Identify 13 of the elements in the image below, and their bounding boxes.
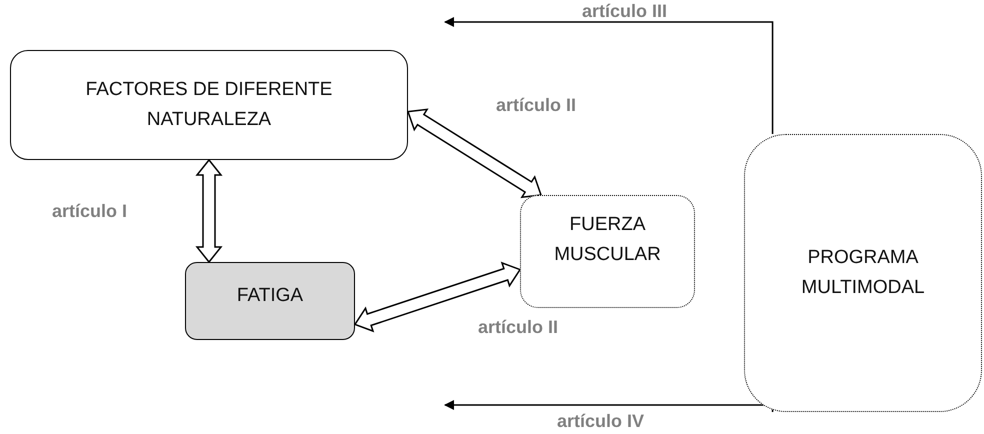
- node-label: FATIGA: [236, 284, 304, 308]
- rounded-box: [520, 195, 695, 308]
- node-label: FACTORES DE DIFERENTE NATURALEZA: [84, 78, 334, 132]
- block-arrow: [406, 108, 542, 198]
- rounded-box: [185, 262, 355, 340]
- node-label: PROGRAMA MULTIMODAL: [800, 246, 926, 300]
- node-label: FUERZA MUSCULAR: [553, 213, 662, 268]
- rounded-box: [10, 50, 408, 160]
- block-arrow: [354, 262, 522, 332]
- rounded-box: [744, 134, 982, 412]
- block-arrow: [195, 158, 223, 264]
- arrow: [444, 17, 774, 134]
- arrow: [444, 400, 774, 412]
